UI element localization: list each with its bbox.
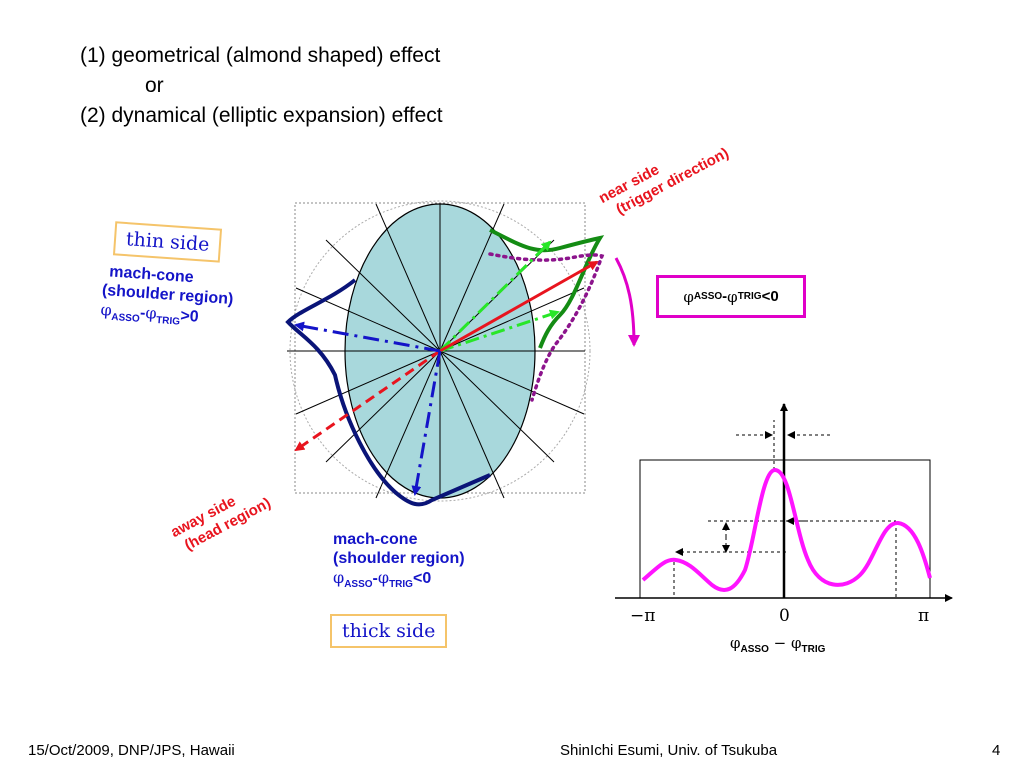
correlation-curve [641, 467, 932, 592]
tick-pi: π [918, 606, 930, 626]
rotation-arrow [614, 257, 640, 347]
mach-cone-arrow-left [294, 321, 441, 353]
mach-cone-arrow-bottom [411, 350, 442, 496]
radial-lines [287, 203, 585, 499]
plot-guides [673, 420, 897, 598]
trigger-arrow [439, 260, 599, 353]
title-line-3: (2) dynamical (elliptic expansion) effec… [80, 104, 443, 127]
shoulder-arrow-lower [439, 309, 560, 353]
away-side-arrow [294, 349, 441, 452]
plot-x-label: φASSO − φTRIG [730, 634, 826, 655]
footer-center: ShinIchi Esumi, Univ. of Tsukuba [560, 742, 778, 759]
title-line-1: (1) geometrical (almond shaped) effect [80, 44, 441, 67]
mach-cone-bottom-label: mach-cone (shoulder region) φASSO-φTRIG<… [333, 530, 465, 594]
shoulder-arrow-upper [438, 240, 552, 353]
mach-cone-left-label: mach-cone (shoulder region) φASSO-φTRIG>… [100, 262, 236, 335]
grid-circle [289, 200, 591, 502]
tick-zero: 0 [779, 606, 790, 626]
title-line-2: or [145, 74, 164, 97]
expanded-near-side [488, 252, 605, 402]
page-number: 4 [992, 742, 1001, 759]
mach-bottom-title: mach-cone [333, 531, 418, 548]
footer-left: 15/Oct/2009, DNP/JPS, Hawaii [28, 742, 235, 759]
away-side-distribution [285, 278, 491, 507]
near-side-distribution [489, 228, 605, 349]
mach-bottom-subtitle: (shoulder region) [333, 550, 465, 567]
tick-minus-pi: −π [630, 606, 656, 626]
mach-bottom-condition: φASSO-φTRIG<0 [333, 568, 432, 591]
thick-side-box: thick side [330, 614, 448, 648]
